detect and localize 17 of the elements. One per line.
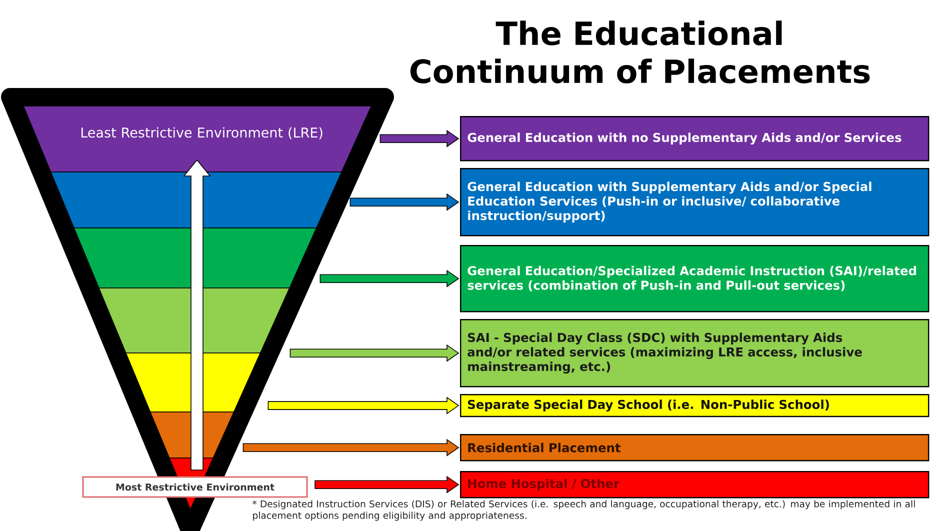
placement-box: Residential Placement — [460, 434, 930, 462]
block-arrow — [380, 130, 460, 148]
placement-box: Separate Special Day School (i.e. Non-Public School) — [460, 394, 930, 418]
placement-box: Home Hospital / Other — [460, 471, 930, 498]
block-arrow — [314, 476, 460, 494]
block-arrow — [350, 193, 460, 211]
block-arrow — [290, 344, 460, 362]
block-arrow — [268, 396, 460, 414]
title: The Educational Continuum of Placements — [410, 20, 870, 84]
label-box: Most Restrictive Environment — [82, 476, 308, 498]
placement-box: General Education/Specialized Academic Instruction (SAI)/related services (combination of Push-in and Pull-out services) — [460, 245, 930, 312]
block-arrow — [320, 270, 460, 288]
block-arrow — [242, 438, 460, 456]
placement-box: SAI - Special Day Class (SDC) with Supplementary Aids and/or related services (maximizing LRE access, inclusive mainstreaming, etc.) — [460, 319, 930, 388]
placement-box: General Education with no Supplementary Aids and/or Services — [460, 116, 930, 162]
placement-box: General Education with Supplementary Aids and/or Special Education Services (Push-in or inclusive/ collaborative instruction/support) — [460, 168, 930, 236]
footnote: * Designated Instruction Services (DIS) or Related Services (i.e. speech and language, occupational therapy, etc.) may be implemented in all placement options pending eligibility and appropriateness. — [252, 500, 915, 521]
